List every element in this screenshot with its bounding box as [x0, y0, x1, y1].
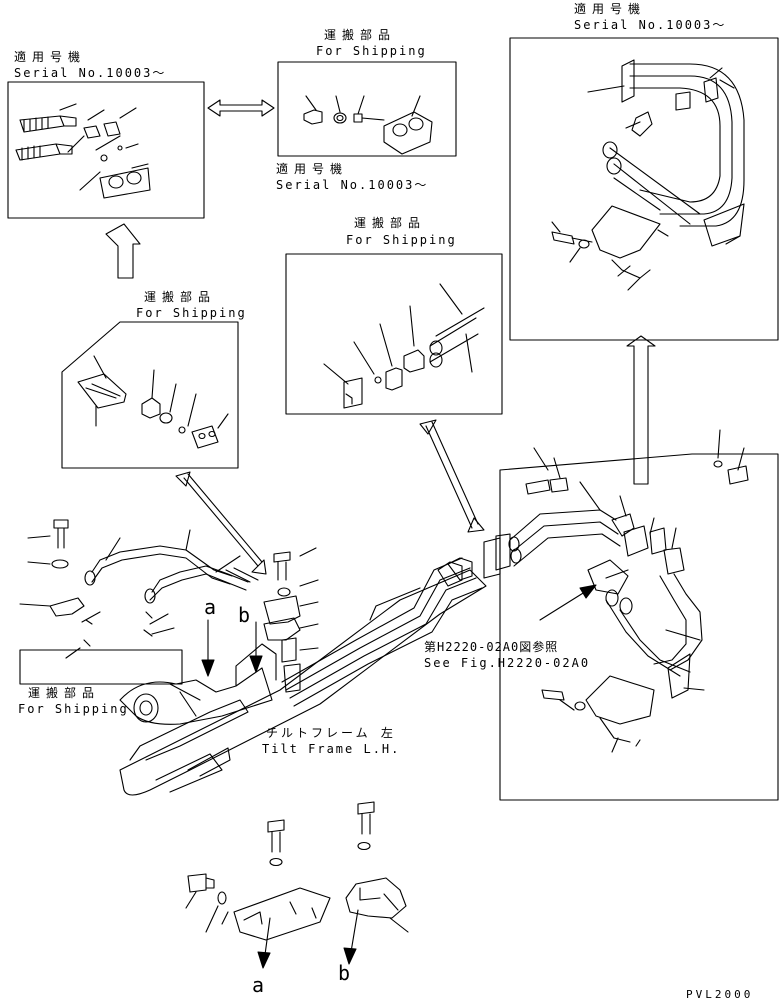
double-arrow-mid — [419, 419, 485, 533]
shipping-jp-left: 運搬部品 — [144, 290, 217, 304]
parts-bottom-right — [345, 801, 409, 933]
arrow-see-fig-head — [579, 584, 597, 599]
shipping-jp-top: 運搬部品 — [324, 28, 397, 42]
callout-a-top: a — [204, 595, 217, 619]
arrow-b-top-head — [249, 655, 263, 673]
serial-en-top-right: Serial No.10003～ — [574, 18, 727, 32]
double-arrow-top — [207, 99, 275, 117]
parts-top-left — [15, 103, 151, 199]
arrow-a-top-head — [201, 659, 215, 677]
frame-shipping-top — [277, 61, 457, 157]
parts-shipping-mid — [323, 283, 485, 409]
callout-b-bottom: b — [338, 961, 351, 985]
double-arrow-left — [175, 471, 267, 575]
frame-shipping-bottomleft — [19, 649, 183, 685]
serial-jp-top-left: 適用号機 — [14, 50, 87, 64]
shipping-jp-mid: 運搬部品 — [354, 216, 427, 230]
shipping-en-top: For Shipping — [316, 44, 427, 58]
frame-shipping-left — [61, 321, 239, 469]
hose-right — [483, 429, 749, 753]
frame-shipping-mid — [285, 253, 503, 415]
serial-jp-top-right: 適用号機 — [574, 2, 647, 16]
hose-left — [19, 519, 259, 659]
parts-shipping-top — [303, 95, 433, 155]
shipping-en-mid: For Shipping — [346, 233, 457, 247]
parts-top-right — [551, 59, 745, 291]
arrow-a-bottom-head — [257, 951, 271, 969]
tilt-frame-en: Tilt Frame L.H. — [262, 742, 401, 756]
frame-top-left — [7, 81, 205, 219]
callout-a-bottom: a — [252, 973, 265, 997]
arrow-up-left — [105, 223, 141, 279]
shipping-en-bottom-left: For Shipping — [18, 702, 129, 716]
parts-bottom-left — [185, 819, 331, 941]
frame-bottom-right — [499, 453, 779, 801]
arrow-see-fig — [539, 589, 589, 621]
serial-jp-mid: 適用号機 — [276, 162, 349, 176]
parts-shipping-left — [77, 355, 229, 449]
bracket-center — [263, 547, 319, 693]
tilt-frame-jp: チルトフレーム 左 — [266, 726, 396, 740]
drawing-code: PVL2000 — [686, 988, 754, 1001]
shipping-en-left: For Shipping — [136, 306, 247, 320]
see-fig-jp: 第H2220-02A0図参照 — [424, 640, 559, 654]
see-fig-en: See Fig.H2220-02A0 — [424, 656, 591, 670]
serial-en-top-left: Serial No.10003～ — [14, 66, 167, 80]
callout-b-top: b — [238, 603, 251, 627]
arrow-b-bottom-head — [343, 947, 357, 965]
shipping-jp-bottom-left: 運搬部品 — [28, 686, 101, 700]
main-pipes — [281, 557, 483, 707]
frame-top-right — [509, 37, 779, 341]
arrow-up-right — [626, 335, 656, 485]
tilt-frame — [119, 569, 487, 796]
serial-en-mid: Serial No.10003～ — [276, 178, 429, 192]
